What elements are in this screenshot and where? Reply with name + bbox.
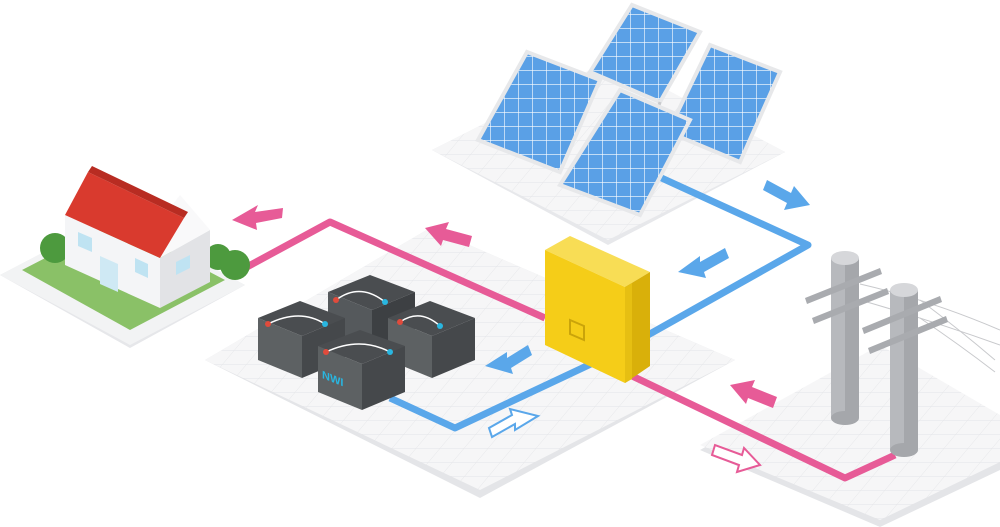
door xyxy=(100,256,118,292)
arrow-flow-to-batteries xyxy=(485,345,532,374)
window xyxy=(78,232,92,252)
battery-cable xyxy=(399,315,441,327)
shrub-right xyxy=(220,250,250,280)
inverter-icon xyxy=(545,236,650,383)
arrow-flow-to-grid xyxy=(710,443,762,474)
arrow-flow-from-batteries xyxy=(487,407,541,439)
arrow-flow-solar-out xyxy=(763,180,810,210)
battery-cable xyxy=(335,290,386,303)
flow-arrows xyxy=(232,180,810,474)
connection-lines xyxy=(243,171,897,482)
house-icon xyxy=(40,166,250,308)
window xyxy=(176,255,190,275)
arrow-flow-to-house xyxy=(232,205,283,230)
utility-pole-icon xyxy=(805,251,1000,457)
solar-panel xyxy=(665,42,783,165)
utility-pole xyxy=(862,283,948,457)
platform-grid xyxy=(700,345,1000,527)
battery xyxy=(318,330,405,410)
shrub-left xyxy=(40,233,70,263)
solar-panel xyxy=(556,87,693,218)
arrow-flow-to-house-2 xyxy=(425,222,472,247)
window xyxy=(135,258,148,278)
battery-icon: NWI xyxy=(258,275,475,410)
utility-pole xyxy=(805,251,889,425)
battery-cable xyxy=(267,315,326,325)
ac-line-grid-to-inverter xyxy=(628,371,897,482)
solar-panel-icon xyxy=(475,2,783,218)
dc-line-solar-to-inverter xyxy=(646,171,812,339)
inverter-display xyxy=(569,318,585,342)
solar-panel xyxy=(475,49,603,175)
arrow-flow-from-grid xyxy=(730,380,777,408)
arrow-flow-to-inverter xyxy=(678,248,729,278)
ac-line-inverter-to-house xyxy=(243,218,547,322)
dc-line-inverter-to-batteries xyxy=(388,351,612,432)
battery-cable xyxy=(325,343,391,353)
